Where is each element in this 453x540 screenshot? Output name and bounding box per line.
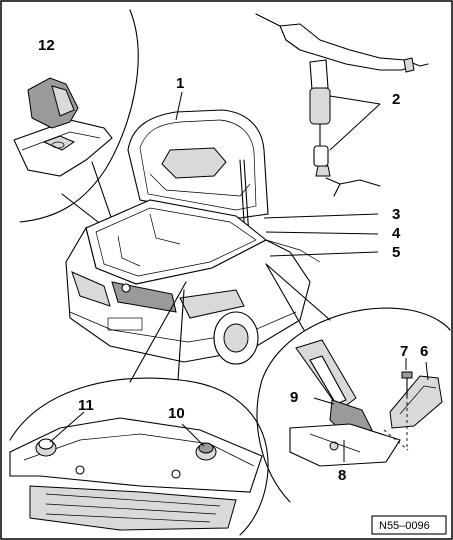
figure-code-box [371, 515, 447, 535]
leader-lines [175, 91, 379, 257]
figure-code: N55–0096 [379, 520, 430, 532]
callout-4: 4 [392, 225, 401, 242]
detail-circle-bottom-right [256, 263, 451, 503]
callout-1: 1 [176, 75, 184, 92]
callout-5: 5 [392, 244, 400, 261]
callout-10: 10 [168, 405, 185, 422]
callout-2: 2 [392, 91, 400, 108]
callout-8: 8 [338, 467, 346, 484]
callout-12: 12 [38, 37, 55, 54]
gas-strut-group [255, 13, 429, 197]
car-body [65, 109, 321, 365]
callout-6: 6 [420, 343, 428, 360]
detail-circle-bottom-left [9, 281, 269, 536]
callout-9: 9 [290, 389, 298, 406]
callout-11: 11 [78, 397, 94, 414]
detail-circle-top-left [13, 9, 139, 223]
callout-7: 7 [400, 343, 408, 360]
callout-3: 3 [392, 206, 400, 223]
